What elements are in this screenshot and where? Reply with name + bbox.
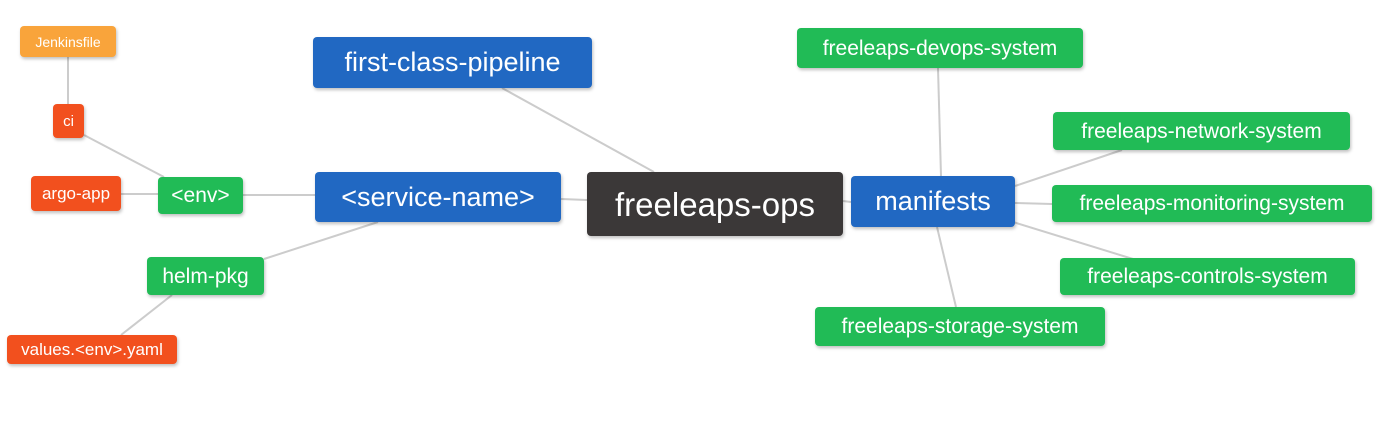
edge-manifests-freeleaps-devops-system: [937, 67, 942, 177]
edge-manifests-freeleaps-network-system: [1014, 149, 1123, 187]
node-helm-pkg[interactable]: helm-pkg: [147, 257, 264, 295]
edge-helm-pkg-values-env-yaml: [120, 294, 173, 336]
node-freeleaps-controls-system[interactable]: freeleaps-controls-system: [1060, 258, 1355, 295]
node-jenkinsfile[interactable]: Jenkinsfile: [20, 26, 116, 57]
node-env[interactable]: <env>: [158, 177, 243, 214]
node-service-name[interactable]: <service-name>: [315, 172, 561, 222]
node-freeleaps-storage-system[interactable]: freeleaps-storage-system: [815, 307, 1105, 346]
edge-service-name-helm-pkg: [263, 221, 379, 260]
edge-manifests-freeleaps-controls-system: [1012, 221, 1134, 260]
node-first-class-pipeline[interactable]: first-class-pipeline: [313, 37, 592, 88]
node-values-env-yaml[interactable]: values.<env>.yaml: [7, 335, 177, 364]
node-manifests[interactable]: manifests: [851, 176, 1015, 227]
edge-ci-env: [83, 134, 165, 178]
node-argo-app[interactable]: argo-app: [31, 176, 121, 211]
node-freeleaps-monitoring-system[interactable]: freeleaps-monitoring-system: [1052, 185, 1372, 222]
node-freeleaps-ops[interactable]: freeleaps-ops: [587, 172, 843, 236]
edge-first-class-pipeline-freeleaps-ops: [501, 87, 655, 173]
edge-freeleaps-ops-manifests: [842, 200, 852, 203]
edge-manifests-freeleaps-monitoring-system: [1014, 202, 1053, 205]
edge-service-name-freeleaps-ops: [560, 198, 588, 201]
node-ci[interactable]: ci: [53, 104, 84, 138]
edge-manifests-freeleaps-storage-system: [936, 226, 957, 308]
node-freeleaps-devops-system[interactable]: freeleaps-devops-system: [797, 28, 1083, 68]
node-freeleaps-network-system[interactable]: freeleaps-network-system: [1053, 112, 1350, 150]
